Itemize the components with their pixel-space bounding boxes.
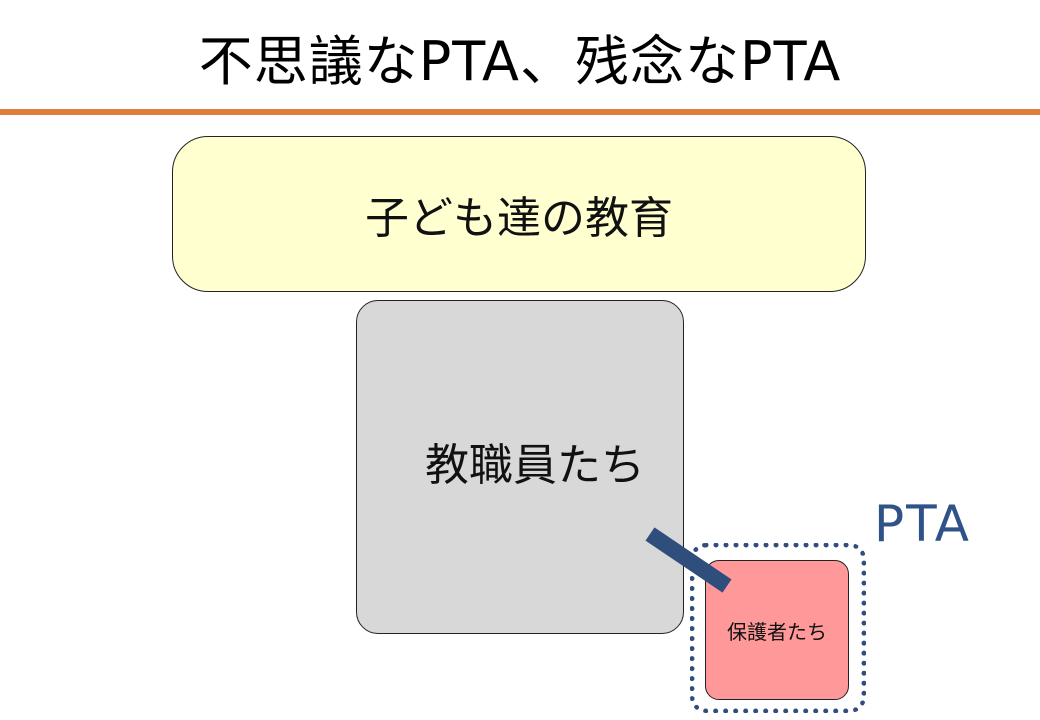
staff-box: 教職員たち xyxy=(356,300,684,634)
education-goal-label: 子ども達の教育 xyxy=(365,193,673,244)
staff-label: 教職員たち xyxy=(425,440,645,491)
parents-label: 保護者たち xyxy=(727,619,827,644)
pta-label: PTA xyxy=(874,495,972,553)
pta-dotted-frame xyxy=(690,543,866,713)
education-goal-box: 子ども達の教育 xyxy=(172,136,866,292)
slide-title: 不思議なPTA、残念なPTA xyxy=(198,30,842,93)
title-divider xyxy=(0,109,1040,115)
